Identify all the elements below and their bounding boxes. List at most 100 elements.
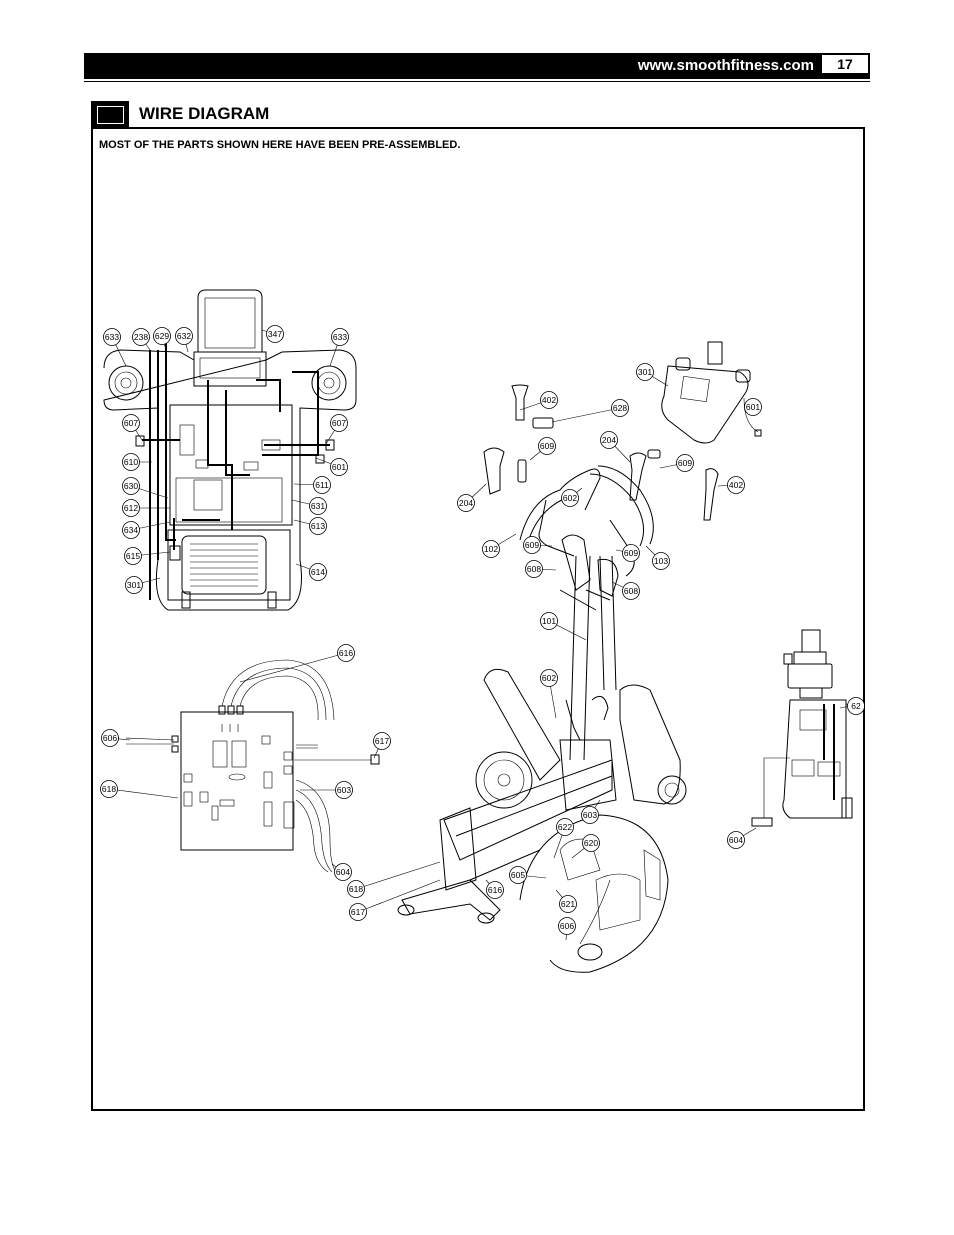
part-number-label: 608 xyxy=(624,586,638,596)
part-number-label: 634 xyxy=(124,525,138,535)
part-number-label: 301 xyxy=(127,580,141,590)
part-number-label: 618 xyxy=(349,884,363,894)
callout-bubble xyxy=(636,363,654,381)
callout-bubble xyxy=(101,729,119,747)
callout-bubble xyxy=(482,540,500,558)
callout-bubble xyxy=(727,476,745,494)
callout-bubble xyxy=(122,477,140,495)
part-number-label: 617 xyxy=(351,907,365,917)
diagram-frame xyxy=(91,127,865,1111)
part-number-label: 103 xyxy=(654,556,668,566)
part-number-label: 607 xyxy=(332,418,346,428)
part-number-label: 605 xyxy=(511,870,525,880)
callout-leader xyxy=(551,407,621,423)
callout-bubble xyxy=(622,582,640,600)
callout-bubble xyxy=(100,780,118,798)
callout-bubble xyxy=(581,806,599,824)
callout-bubble xyxy=(334,863,352,881)
callout-bubble xyxy=(266,325,284,343)
part-number-label: 62 xyxy=(851,701,861,711)
callout-bubble xyxy=(540,612,558,630)
part-number-label: 606 xyxy=(560,921,574,931)
callout-bubble xyxy=(561,489,579,507)
callout-bubble xyxy=(538,437,556,455)
part-number-label: 616 xyxy=(339,648,353,658)
callout-bubble xyxy=(523,536,541,554)
part-number-label: 618 xyxy=(102,784,116,794)
callout-bubble xyxy=(125,576,143,594)
part-number-label: 615 xyxy=(126,551,140,561)
part-number-label: 604 xyxy=(336,867,350,877)
part-number-label: 621 xyxy=(561,899,575,909)
motor-assembly xyxy=(751,629,853,827)
part-number-label: 631 xyxy=(311,501,325,511)
callout-bubble xyxy=(373,732,391,750)
callout-bubble xyxy=(727,831,745,849)
part-number-label: 402 xyxy=(542,395,556,405)
callout-bubble xyxy=(337,644,355,662)
callout-leader xyxy=(357,879,441,913)
callout-bubble xyxy=(559,895,577,913)
callout-bubble xyxy=(309,497,327,515)
detail-circle xyxy=(519,814,669,973)
callout-bubble xyxy=(122,521,140,539)
callout-bubble xyxy=(611,399,629,417)
assembly-note: MOST OF THE PARTS SHOWN HERE HAVE BEEN P… xyxy=(99,139,461,151)
control-board xyxy=(125,659,380,873)
callout-bubble xyxy=(309,517,327,535)
part-number-label: 617 xyxy=(375,736,389,746)
callout-bubble xyxy=(153,327,171,345)
part-number-label: 102 xyxy=(484,544,498,554)
part-number-label: 347 xyxy=(268,329,282,339)
callout-bubble xyxy=(349,903,367,921)
callout-bubble xyxy=(540,391,558,409)
part-number-label: 602 xyxy=(542,673,556,683)
header-rule xyxy=(84,81,870,82)
part-number-label: 613 xyxy=(311,521,325,531)
console-back-view xyxy=(103,289,357,611)
part-number-label: 601 xyxy=(332,462,346,472)
callout-bubble xyxy=(509,866,527,884)
part-number-label: 632 xyxy=(177,331,191,341)
callout-bubble xyxy=(122,499,140,517)
part-number-label: 610 xyxy=(124,457,138,467)
callout-bubble xyxy=(558,917,576,935)
part-number-label: 609 xyxy=(624,548,638,558)
callout-bubble xyxy=(124,547,142,565)
part-number-label: 633 xyxy=(333,332,347,342)
section-marker xyxy=(91,101,129,127)
callout-bubble xyxy=(486,881,504,899)
part-number-label: 614 xyxy=(311,567,325,577)
callout-bubble xyxy=(309,563,327,581)
callout-leader xyxy=(239,652,347,683)
callout-bubble xyxy=(652,552,670,570)
part-number-label: 633 xyxy=(105,332,119,342)
part-number-label: 628 xyxy=(613,403,627,413)
callout-bubble xyxy=(540,669,558,687)
callout-bubble xyxy=(103,328,121,346)
part-number-label: 616 xyxy=(488,885,502,895)
callout-leader xyxy=(355,861,441,890)
part-number-label: 603 xyxy=(337,785,351,795)
callout-bubble xyxy=(313,476,331,494)
part-number-label: 606 xyxy=(103,733,117,743)
callout-bubble xyxy=(122,453,140,471)
part-number-label: 101 xyxy=(542,616,556,626)
part-number-label: 612 xyxy=(124,503,138,513)
part-number-label: 622 xyxy=(558,822,572,832)
callout-bubble xyxy=(122,414,140,432)
part-number-label: 603 xyxy=(583,810,597,820)
part-number-label: 204 xyxy=(459,498,473,508)
part-number-label: 604 xyxy=(729,835,743,845)
part-number-label: 611 xyxy=(315,480,329,490)
part-number-label: 402 xyxy=(729,480,743,490)
part-number-label: 608 xyxy=(527,564,541,574)
console-and-grips xyxy=(483,341,762,521)
part-number-label: 204 xyxy=(602,435,616,445)
page-number: 17 xyxy=(822,55,868,73)
part-number-label: 620 xyxy=(584,838,598,848)
part-number-label: 609 xyxy=(678,458,692,468)
callout-bubble xyxy=(330,414,348,432)
